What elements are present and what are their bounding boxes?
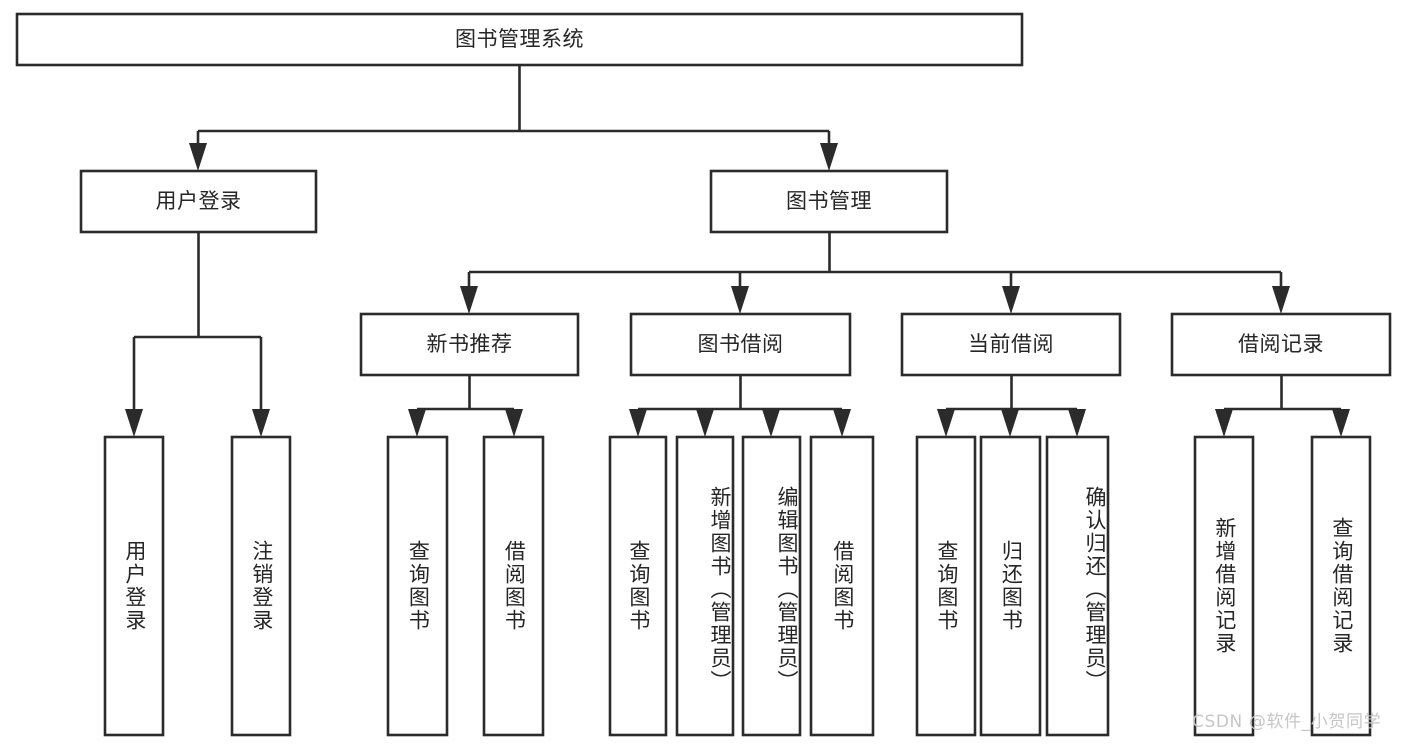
connector-record-to-leaves — [1215, 375, 1350, 437]
connector-book-management-to-level3 — [460, 232, 1290, 314]
node-box-book-management[interactable] — [709, 169, 949, 234]
node-box-leaf-query-book-1[interactable] — [386, 435, 449, 737]
connector-user-login-to-leaves — [125, 232, 270, 437]
node-box-leaf-confirm-return[interactable] — [1045, 435, 1110, 737]
node-box-leaf-add-record[interactable] — [1193, 435, 1255, 737]
node-box-leaf-edit-book[interactable] — [741, 435, 802, 737]
node-box-leaf-logout[interactable] — [230, 435, 292, 737]
node-box-current-borrow[interactable] — [900, 312, 1122, 377]
node-box-leaf-user-login[interactable] — [103, 435, 165, 737]
node-box-leaf-query-book-2[interactable] — [608, 435, 668, 737]
node-box-leaf-query-book-3[interactable] — [915, 435, 977, 737]
node-box-leaf-borrow-book-1[interactable] — [482, 435, 545, 737]
node-box-leaf-borrow-book-2[interactable] — [809, 435, 875, 737]
node-box-root[interactable] — [15, 12, 1024, 67]
connector-borrow-to-leaves — [629, 375, 851, 437]
node-box-leaf-query-record[interactable] — [1310, 435, 1372, 737]
node-box-user-login[interactable] — [79, 169, 318, 234]
connector-root-to-level2 — [189, 65, 838, 171]
connector-recommend-to-leaves — [408, 375, 523, 437]
node-box-leaf-return-book[interactable] — [979, 435, 1042, 737]
connector-current-to-leaves — [937, 375, 1086, 437]
node-box-borrow-record[interactable] — [1170, 312, 1392, 377]
node-box-leaf-add-book[interactable] — [675, 435, 735, 737]
node-box-book-borrow[interactable] — [629, 312, 852, 377]
node-box-new-book-recommend[interactable] — [359, 312, 580, 377]
